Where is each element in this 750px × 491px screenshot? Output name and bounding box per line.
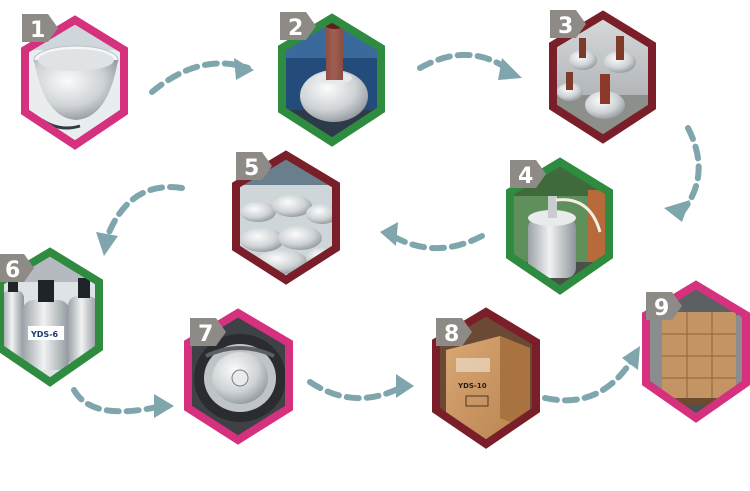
step-3: 3	[549, 10, 656, 144]
arrowhead-4	[380, 222, 398, 246]
step-4: 4	[506, 157, 613, 295]
step-6: YDS-6 6	[0, 247, 103, 387]
arrowhead-2	[498, 58, 522, 80]
step-number-7: 7	[198, 322, 213, 347]
step-badge-5: 5	[236, 152, 272, 181]
step-7: 7	[184, 308, 293, 445]
arrowhead-6	[154, 394, 174, 418]
step-number-8: 8	[444, 322, 459, 347]
arrow-heads	[96, 58, 690, 418]
step-badge-8: 8	[436, 318, 472, 347]
arrow-1-to-2	[149, 60, 251, 95]
arrow-7-to-8	[307, 379, 407, 402]
step-2: 2	[278, 12, 385, 147]
step-badge-7: 7	[190, 318, 226, 347]
arrow-2-to-3	[417, 51, 515, 75]
tank-label-text: YDS-6	[30, 330, 59, 339]
step-1: 1	[21, 14, 128, 150]
step-badge-4: 4	[510, 160, 546, 189]
arrowhead-3	[664, 200, 690, 222]
step-9: 9	[642, 280, 750, 423]
step-number-9: 9	[654, 296, 669, 321]
step-number-2: 2	[288, 16, 303, 41]
arrowhead-5	[96, 232, 118, 256]
step-badge-6: 6	[0, 254, 34, 283]
step-badge-2: 2	[280, 12, 316, 41]
step-5: 5	[232, 150, 340, 285]
arrowhead-7	[396, 374, 414, 398]
arrow-3-to-4	[679, 125, 702, 215]
step-badge-1: 1	[22, 14, 58, 43]
step-badge-9: 9	[646, 292, 682, 321]
arrow-8-to-9	[542, 357, 635, 404]
arrow-5-to-6	[103, 184, 185, 243]
arrowhead-1	[234, 58, 254, 80]
step-7-photo	[188, 313, 289, 440]
arrow-4-to-5	[383, 229, 485, 252]
step-number-1: 1	[30, 18, 45, 43]
step-number-3: 3	[558, 14, 573, 39]
step-number-6: 6	[5, 258, 20, 283]
step-8: YDS-10 8	[432, 307, 540, 449]
step-number-5: 5	[244, 156, 259, 181]
step-number-4: 4	[518, 164, 533, 189]
step-badge-3: 3	[550, 10, 586, 39]
arrowhead-8	[622, 346, 640, 370]
arrow-6-to-7	[71, 387, 165, 415]
box-label-text: YDS-10	[457, 382, 487, 390]
